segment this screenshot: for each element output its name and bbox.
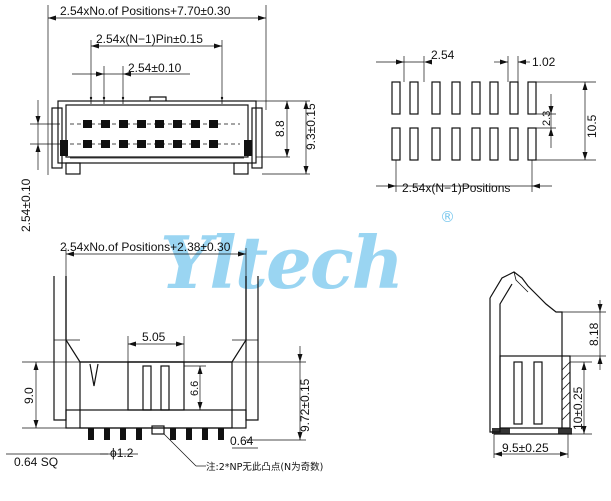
pcb-pads: [391, 81, 537, 161]
side-view: 8.18 10±0.25 9.5±0.25: [489, 271, 606, 458]
front-overall-width-label: 2.54xNo.of Positions+2.38±0.30: [60, 240, 231, 254]
front-pin-square-label: 0.64 SQ: [14, 455, 58, 469]
top-height-inner-label: 8.8: [273, 120, 287, 137]
watermark: Yltech ®: [160, 208, 455, 305]
front-body-height-label: 9.0: [22, 387, 36, 404]
pcb-pad-span-label: 2.54x(N−1)Positions: [402, 181, 510, 195]
top-overall-width-label: 2.54xNo.of Positions+7.70±0.30: [60, 4, 231, 18]
front-hole-dia-label: ϕ1.2: [110, 446, 134, 460]
side-body-height-label: 10±0.25: [571, 386, 585, 430]
front-view: 2.54xNo.of Positions+2.38±0.30 5.05 6.6: [6, 240, 323, 473]
side-latch-height-label: 8.18: [587, 322, 601, 346]
front-pin-side-label: 0.64: [230, 434, 254, 448]
top-pin-span-label: 2.54x(N−1)Pin±0.15: [96, 32, 203, 46]
front-key-depth-label: 6.6: [189, 381, 201, 396]
pcb-pitch-label: 2.54: [431, 48, 455, 62]
pcb-pad-width-label: 1.02: [532, 55, 556, 69]
front-note: 注:2*NP无此凸点(N为奇数): [206, 461, 323, 473]
top-row-pitch-label: 2.54±0.10: [19, 178, 33, 232]
pcb-row-span-label: 10.5: [585, 114, 599, 138]
side-width-label: 9.5±0.25: [502, 441, 549, 455]
pcb-pad-length-label: 2.3: [541, 111, 553, 126]
front-key-width-label: 5.05: [142, 330, 166, 344]
top-height-outer-label: 9.3±0.15: [304, 103, 318, 150]
pcb-layout: 2.54 1.02 2.3 10.5: [376, 48, 599, 195]
front-pins: [88, 425, 224, 440]
top-view: 2.54xNo.of Positions+7.70±0.30 2.54x(N−1…: [19, 4, 318, 232]
watermark-registered: ®: [440, 208, 455, 226]
watermark-logo: Yltech: [160, 220, 402, 305]
top-pitch-label: 2.54±0.10: [128, 61, 182, 75]
front-total-height-label: 9.72±0.15: [298, 378, 312, 432]
